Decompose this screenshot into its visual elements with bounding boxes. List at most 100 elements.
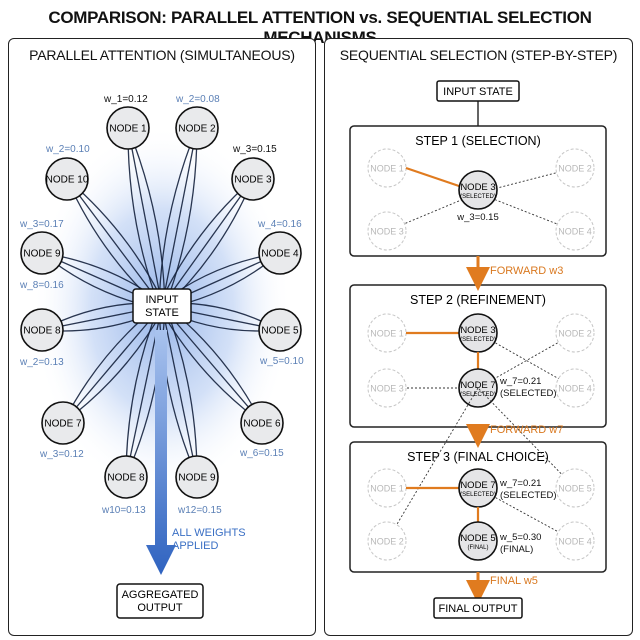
step-title: STEP 2 (REFINEMENT) bbox=[410, 293, 546, 307]
seq-input-label: INPUT STATE bbox=[443, 86, 513, 98]
selected-node-label: NODE 7 bbox=[460, 480, 495, 491]
forward-label: FORWARD w7 bbox=[490, 424, 563, 436]
selected-node-label: NODE 7 bbox=[460, 380, 495, 391]
node-weight: w_8=0.16 bbox=[19, 280, 64, 291]
ghost-node-label: NODE 2 bbox=[558, 328, 592, 338]
node-label: NODE 1 bbox=[109, 124, 147, 135]
arrow-label-line1: ALL WEIGHTS bbox=[172, 527, 246, 539]
ghost-node bbox=[367, 211, 407, 251]
selected-node bbox=[458, 170, 498, 210]
node-label: NODE 4 bbox=[261, 249, 299, 260]
ghost-node bbox=[555, 211, 595, 251]
node-label: NODE 5 bbox=[261, 326, 299, 337]
node-weight: w10=0.13 bbox=[101, 505, 146, 516]
selection-steps: STEP 1 (SELECTION) NODE 1 NODE 2 NODE 3 NODE… bbox=[349, 125, 607, 604]
node-weight: w_2=0.10 bbox=[45, 144, 90, 155]
step-weight-note: (FINAL) bbox=[500, 544, 533, 555]
node-weight: w12=0.15 bbox=[177, 505, 222, 516]
step-title: STEP 3 (FINAL CHOICE) bbox=[407, 450, 549, 464]
forward-arrow: FORWARD w7 bbox=[466, 424, 563, 448]
selected-node-sub: (SELECTED) bbox=[460, 337, 496, 343]
forward-arrow: FORWARD w3 bbox=[466, 256, 563, 291]
attention-node: NODE 3 bbox=[231, 157, 275, 201]
ghost-node-label: NODE 4 bbox=[558, 226, 592, 236]
node-label: NODE 2 bbox=[178, 124, 216, 135]
selected-node-label: NODE 3 bbox=[460, 182, 495, 193]
step-weight-note: (SELECTED) bbox=[500, 490, 556, 501]
forward-label: FORWARD w3 bbox=[490, 265, 563, 277]
ghost-node-label: NODE 1 bbox=[370, 163, 404, 173]
all-weights-arrow: ALL WEIGHTS APPLIED bbox=[146, 330, 246, 575]
node-weight: w_5=0.10 bbox=[259, 356, 304, 367]
node-label: NODE 7 bbox=[44, 419, 82, 430]
attention-node: NODE 2 bbox=[175, 106, 219, 150]
selected-node-label: NODE 5 bbox=[460, 533, 495, 544]
node-weight: w_3=0.15 bbox=[232, 144, 277, 155]
ghost-node-label: NODE 1 bbox=[370, 483, 404, 493]
forward-arrow: FINAL w5 bbox=[466, 572, 538, 604]
step-weight: w_7=0.21 bbox=[499, 376, 541, 387]
ghost-node-label: NODE 3 bbox=[370, 226, 404, 236]
node-label: NODE 9 bbox=[178, 473, 216, 484]
step-weight-note: (SELECTED) bbox=[500, 388, 556, 399]
attention-link bbox=[127, 127, 160, 307]
ghost-node-label: NODE 2 bbox=[370, 536, 404, 546]
step-title: STEP 1 (SELECTION) bbox=[415, 134, 541, 148]
ghost-node-label: NODE 1 bbox=[370, 328, 404, 338]
ghost-node-label: NODE 5 bbox=[558, 483, 592, 493]
inactive-link bbox=[386, 387, 479, 542]
ghost-node bbox=[367, 521, 407, 561]
selected-node-sub: (FINAL) bbox=[468, 545, 489, 551]
node-label: NODE 8 bbox=[107, 473, 145, 484]
seq-input-box: INPUT STATE bbox=[436, 80, 520, 102]
inactive-link bbox=[477, 387, 576, 489]
ghost-node-label: NODE 3 bbox=[370, 383, 404, 393]
ghost-node bbox=[555, 313, 595, 353]
step-2-box: STEP 2 (REFINEMENT) NODE 1 NODE 2 NODE 3 NOD… bbox=[349, 284, 607, 428]
input-state-box: INPUT STATE bbox=[132, 288, 192, 324]
output-line2: OUTPUT bbox=[137, 602, 183, 614]
node-weight: w_2=0.08 bbox=[175, 94, 220, 105]
step-weight: w_3=0.15 bbox=[456, 212, 498, 223]
parallel-panel-title: PARALLEL ATTENTION (SIMULTANEOUS) bbox=[29, 47, 295, 63]
attention-link bbox=[158, 127, 198, 306]
arrow-label-line2: APPLIED bbox=[172, 540, 219, 552]
selected-node-sub: (SELECTED) bbox=[460, 492, 496, 498]
attention-node: NODE 9 bbox=[175, 455, 219, 499]
node-label: NODE 8 bbox=[23, 326, 61, 337]
node-label: NODE 6 bbox=[243, 419, 281, 430]
selected-node-label: NODE 3 bbox=[460, 325, 495, 336]
attention-link bbox=[127, 127, 166, 306]
selected-node-sub: (SELECTED) bbox=[460, 392, 496, 398]
input-label-line2: STATE bbox=[145, 307, 179, 319]
ghost-node bbox=[555, 468, 595, 508]
sequential-panel-title: SEQUENTIAL SELECTION (STEP-BY-STEP) bbox=[339, 47, 618, 63]
attention-node: NODE 8 bbox=[20, 308, 64, 352]
node-weight: w_2=0.13 bbox=[19, 357, 64, 368]
output-line1: AGGREGATED bbox=[122, 589, 199, 601]
attention-node: NODE 4 bbox=[258, 231, 302, 275]
ghost-node-label: NODE 4 bbox=[558, 383, 592, 393]
input-label-line1: INPUT bbox=[146, 294, 179, 306]
step-3-box: STEP 3 (FINAL CHOICE) NODE 1 NODE 5 NODE 2 N… bbox=[349, 387, 607, 573]
forward-label: FINAL w5 bbox=[490, 575, 538, 587]
step-weight: w_5=0.30 bbox=[499, 532, 541, 543]
selected-node bbox=[458, 521, 498, 561]
attention-node: NODE 1 bbox=[106, 106, 150, 150]
ghost-node bbox=[555, 521, 595, 561]
step-weight: w_7=0.21 bbox=[499, 478, 541, 489]
node-weight: w_4=0.16 bbox=[257, 219, 302, 230]
final-output-label: FINAL OUTPUT bbox=[438, 603, 517, 615]
node-label: NODE 10 bbox=[46, 175, 89, 186]
attention-node: NODE 9 bbox=[20, 231, 64, 275]
attention-node: NODE 8 bbox=[104, 455, 148, 499]
node-weight: w_3=0.12 bbox=[39, 449, 84, 460]
final-output-box: FINAL OUTPUT bbox=[433, 597, 523, 619]
node-weight: w_3=0.17 bbox=[19, 219, 64, 230]
node-weight: w_6=0.15 bbox=[239, 448, 284, 459]
attention-link bbox=[164, 127, 198, 307]
aggregated-output-box: AGGREGATED OUTPUT bbox=[116, 583, 204, 619]
attention-node: NODE 7 bbox=[41, 401, 85, 445]
